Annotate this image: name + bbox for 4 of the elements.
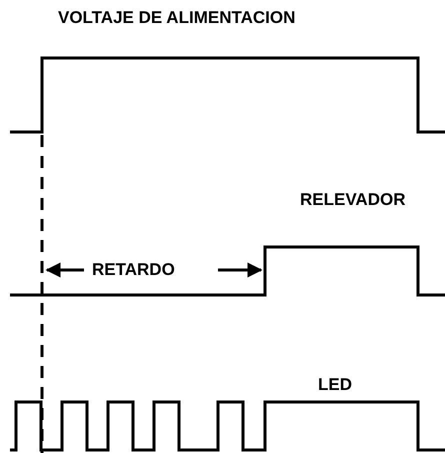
- signal-label: RELEVADOR: [300, 190, 406, 210]
- signal-label: VOLTAJE DE ALIMENTACION: [58, 8, 296, 28]
- signal-label: LED: [318, 375, 352, 395]
- dimension-label: RETARDO: [92, 260, 175, 280]
